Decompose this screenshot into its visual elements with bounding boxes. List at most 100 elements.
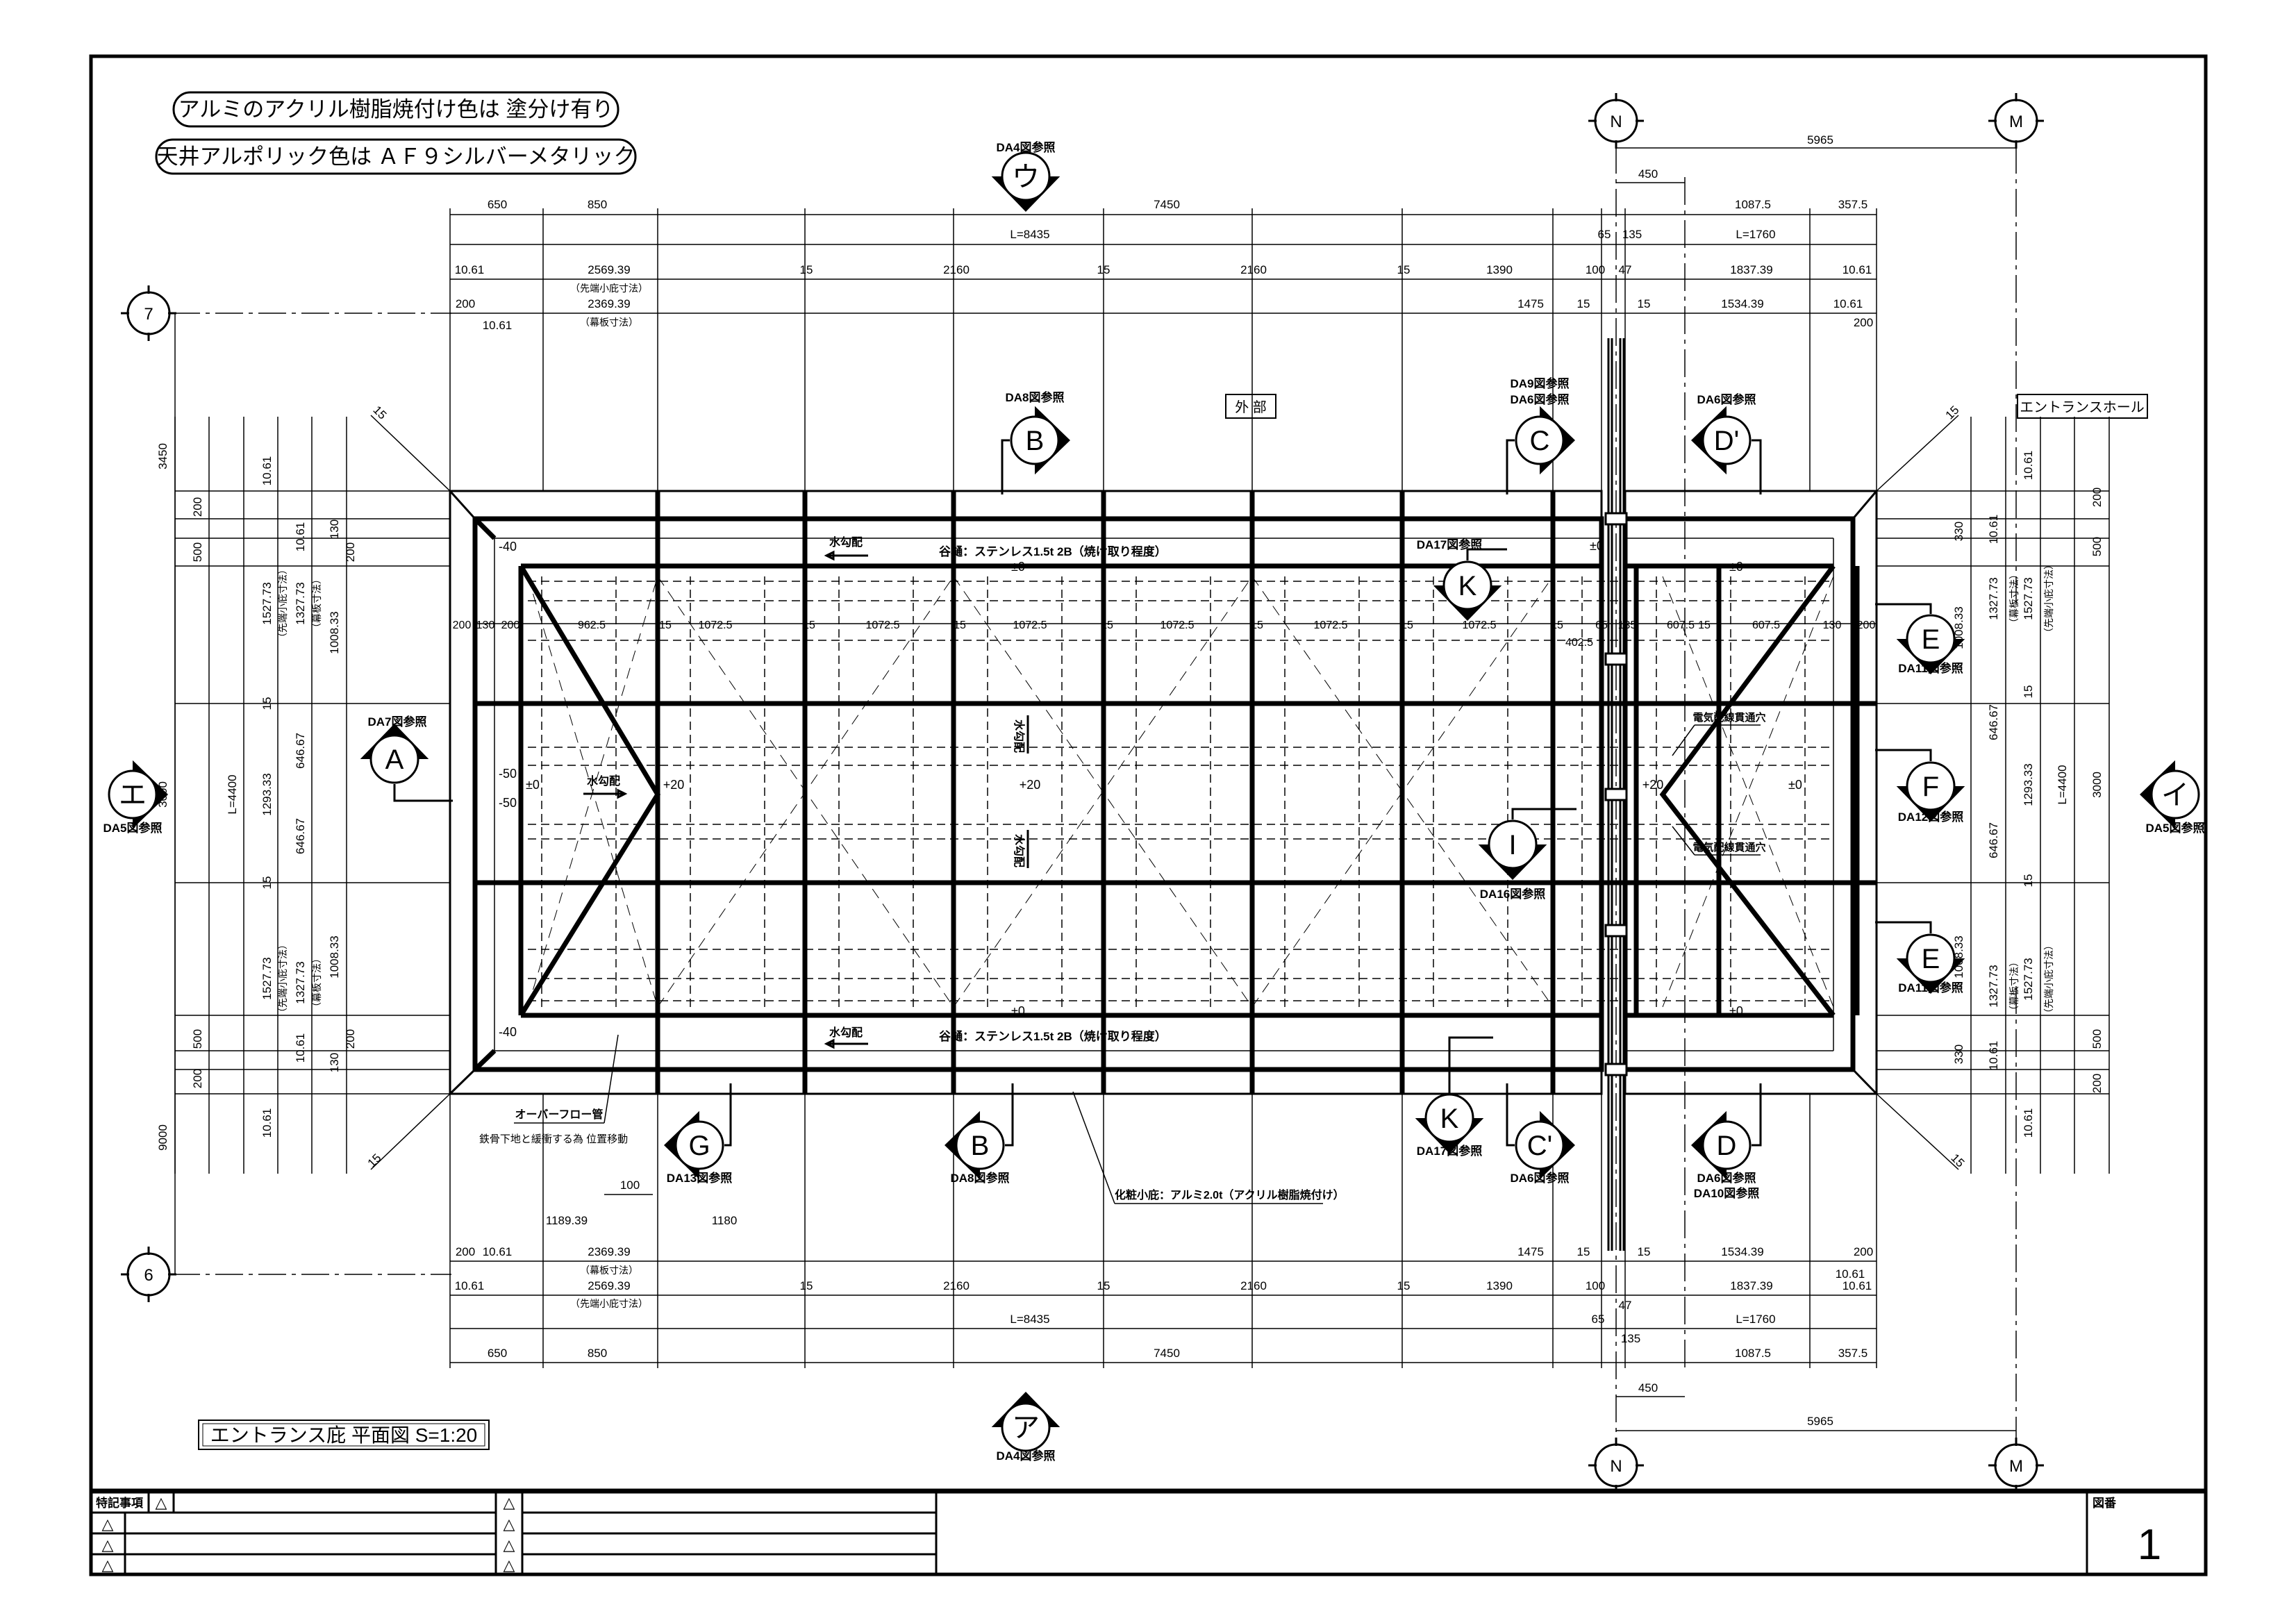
dimension-label: 450 xyxy=(1638,167,1658,181)
dimension-label: 15 xyxy=(800,1279,813,1292)
drawing-title-frame xyxy=(198,1420,490,1450)
drawing-line xyxy=(473,1049,497,1072)
section-bubble xyxy=(1515,415,1565,465)
drawing-line xyxy=(1672,724,1761,756)
dimension-label: 15 xyxy=(260,876,274,890)
dimension-label: 10.61 xyxy=(483,1245,513,1258)
dimension-label: 65 xyxy=(1595,619,1608,631)
section-reference: DA8図参照 xyxy=(1005,390,1064,404)
dimension-label: 10.61 xyxy=(1833,297,1863,310)
dimension-label: 1087.5 xyxy=(1735,198,1771,211)
section-bubble xyxy=(2150,769,2200,819)
room-label-frame xyxy=(2017,394,2148,419)
grid-bubble-6-label: 6 xyxy=(144,1266,153,1285)
drawing-line xyxy=(1662,576,1834,1008)
dimension-label: 650 xyxy=(488,1347,507,1360)
note-pill xyxy=(155,138,637,175)
fascia-inner-edge-right xyxy=(1622,516,1856,1072)
drawing-line xyxy=(449,490,476,520)
dimension-label: 2160 xyxy=(1240,263,1267,276)
dimension-label: 10.61 xyxy=(1836,1267,1865,1281)
dimension-label: 15 xyxy=(954,619,966,631)
dimension-label: 15 xyxy=(1577,297,1590,310)
dimension-label: 130 xyxy=(1823,619,1842,631)
drawing-line xyxy=(953,576,1253,1008)
dimension-label: 500 xyxy=(2090,537,2104,556)
grid-bubble-n-label: N xyxy=(1610,113,1622,131)
section-reference: DA6図参照 xyxy=(1510,1171,1569,1185)
dimension-label: 130 xyxy=(328,519,341,539)
dimension-label: 5965 xyxy=(1807,133,1833,147)
drawing-line xyxy=(1852,490,1878,519)
grid-bubble-7-label: 7 xyxy=(144,305,153,324)
section-reference: DA6図参照 xyxy=(1697,392,1756,406)
dimension-label: 3000 xyxy=(2090,772,2104,798)
section-letter: I xyxy=(1508,830,1516,860)
section-marker[interactable]: D'DA6図参照 xyxy=(1691,392,1762,494)
drawing-line xyxy=(1672,826,1761,856)
dimension-label: 1327.73 xyxy=(294,961,307,1004)
section-reference: DA12図参照 xyxy=(1898,810,1963,824)
section-reference: DA6図参照 xyxy=(1510,392,1569,406)
section-bubble xyxy=(955,1120,1005,1170)
dimension-label: 1527.73 xyxy=(260,582,274,624)
dimension-label: 15 xyxy=(1097,1279,1110,1292)
dimension-label: 1072.5 xyxy=(1463,619,1497,631)
dimension-label: 1327.73 xyxy=(1987,965,2000,1007)
dimension-label: 200 xyxy=(1854,316,1873,329)
grid-bubble-n-label: N xyxy=(1610,1457,1622,1476)
note-text: アルミのアクリル樹脂焼付け色は 塗分け有り xyxy=(178,97,614,122)
dimension-label: 1475 xyxy=(1517,297,1544,310)
dimension-label: 15 xyxy=(2022,685,2035,699)
dimension-label: 1008.33 xyxy=(1952,606,1965,649)
dimension-label: 3450 xyxy=(156,443,169,469)
dimension-label: 1527.73 xyxy=(260,957,274,999)
section-leader xyxy=(1506,1083,1515,1147)
dimension-label: 15 xyxy=(1397,263,1411,276)
level-mark: ±0 xyxy=(1590,539,1604,553)
section-marker[interactable]: ウ DA4図参照 xyxy=(991,140,1060,212)
section-letter: エ xyxy=(119,780,147,810)
dimension-label: 402.5 xyxy=(1565,637,1593,649)
section-bubble xyxy=(1906,761,1956,811)
section-letter: ウ xyxy=(1012,162,1040,192)
section-marker[interactable]: C'DA6図参照 xyxy=(1506,1083,1575,1185)
section-bubble xyxy=(1001,1402,1051,1452)
section-reference: DA4図参照 xyxy=(996,140,1055,154)
section-reference: DA13図参照 xyxy=(667,1171,732,1185)
dimension-label: 650 xyxy=(488,198,507,211)
dimension-label: 200 xyxy=(453,619,472,631)
dimension-label: 646.67 xyxy=(1987,704,2000,740)
note-pill xyxy=(172,91,619,128)
dimension-label: 135 xyxy=(1622,228,1642,241)
dimension-label: 2160 xyxy=(1240,1279,1267,1292)
canopy-note: 化粧小庇：アルミ2.0t（アクリル樹脂焼付け） xyxy=(1115,1188,1345,1201)
dimension-label: 15 xyxy=(803,619,815,631)
gutter-note: 谷樋：ステンレス1.5t 2B（焼け取り程度） xyxy=(939,1029,1167,1043)
dimension-label: 135 xyxy=(1618,619,1637,631)
dimension-label: 1008.33 xyxy=(328,935,341,978)
dimension-label: 962.5 xyxy=(578,619,606,631)
revision-mark: △ xyxy=(504,1536,515,1554)
section-reference: DA9図参照 xyxy=(1510,376,1569,390)
drawing-line xyxy=(1876,1093,1959,1170)
section-leader xyxy=(1511,808,1577,819)
level-mark: ±0 xyxy=(526,778,540,792)
drawing-linework xyxy=(89,54,2208,1576)
dimension-label: 47 xyxy=(1619,1299,1632,1312)
